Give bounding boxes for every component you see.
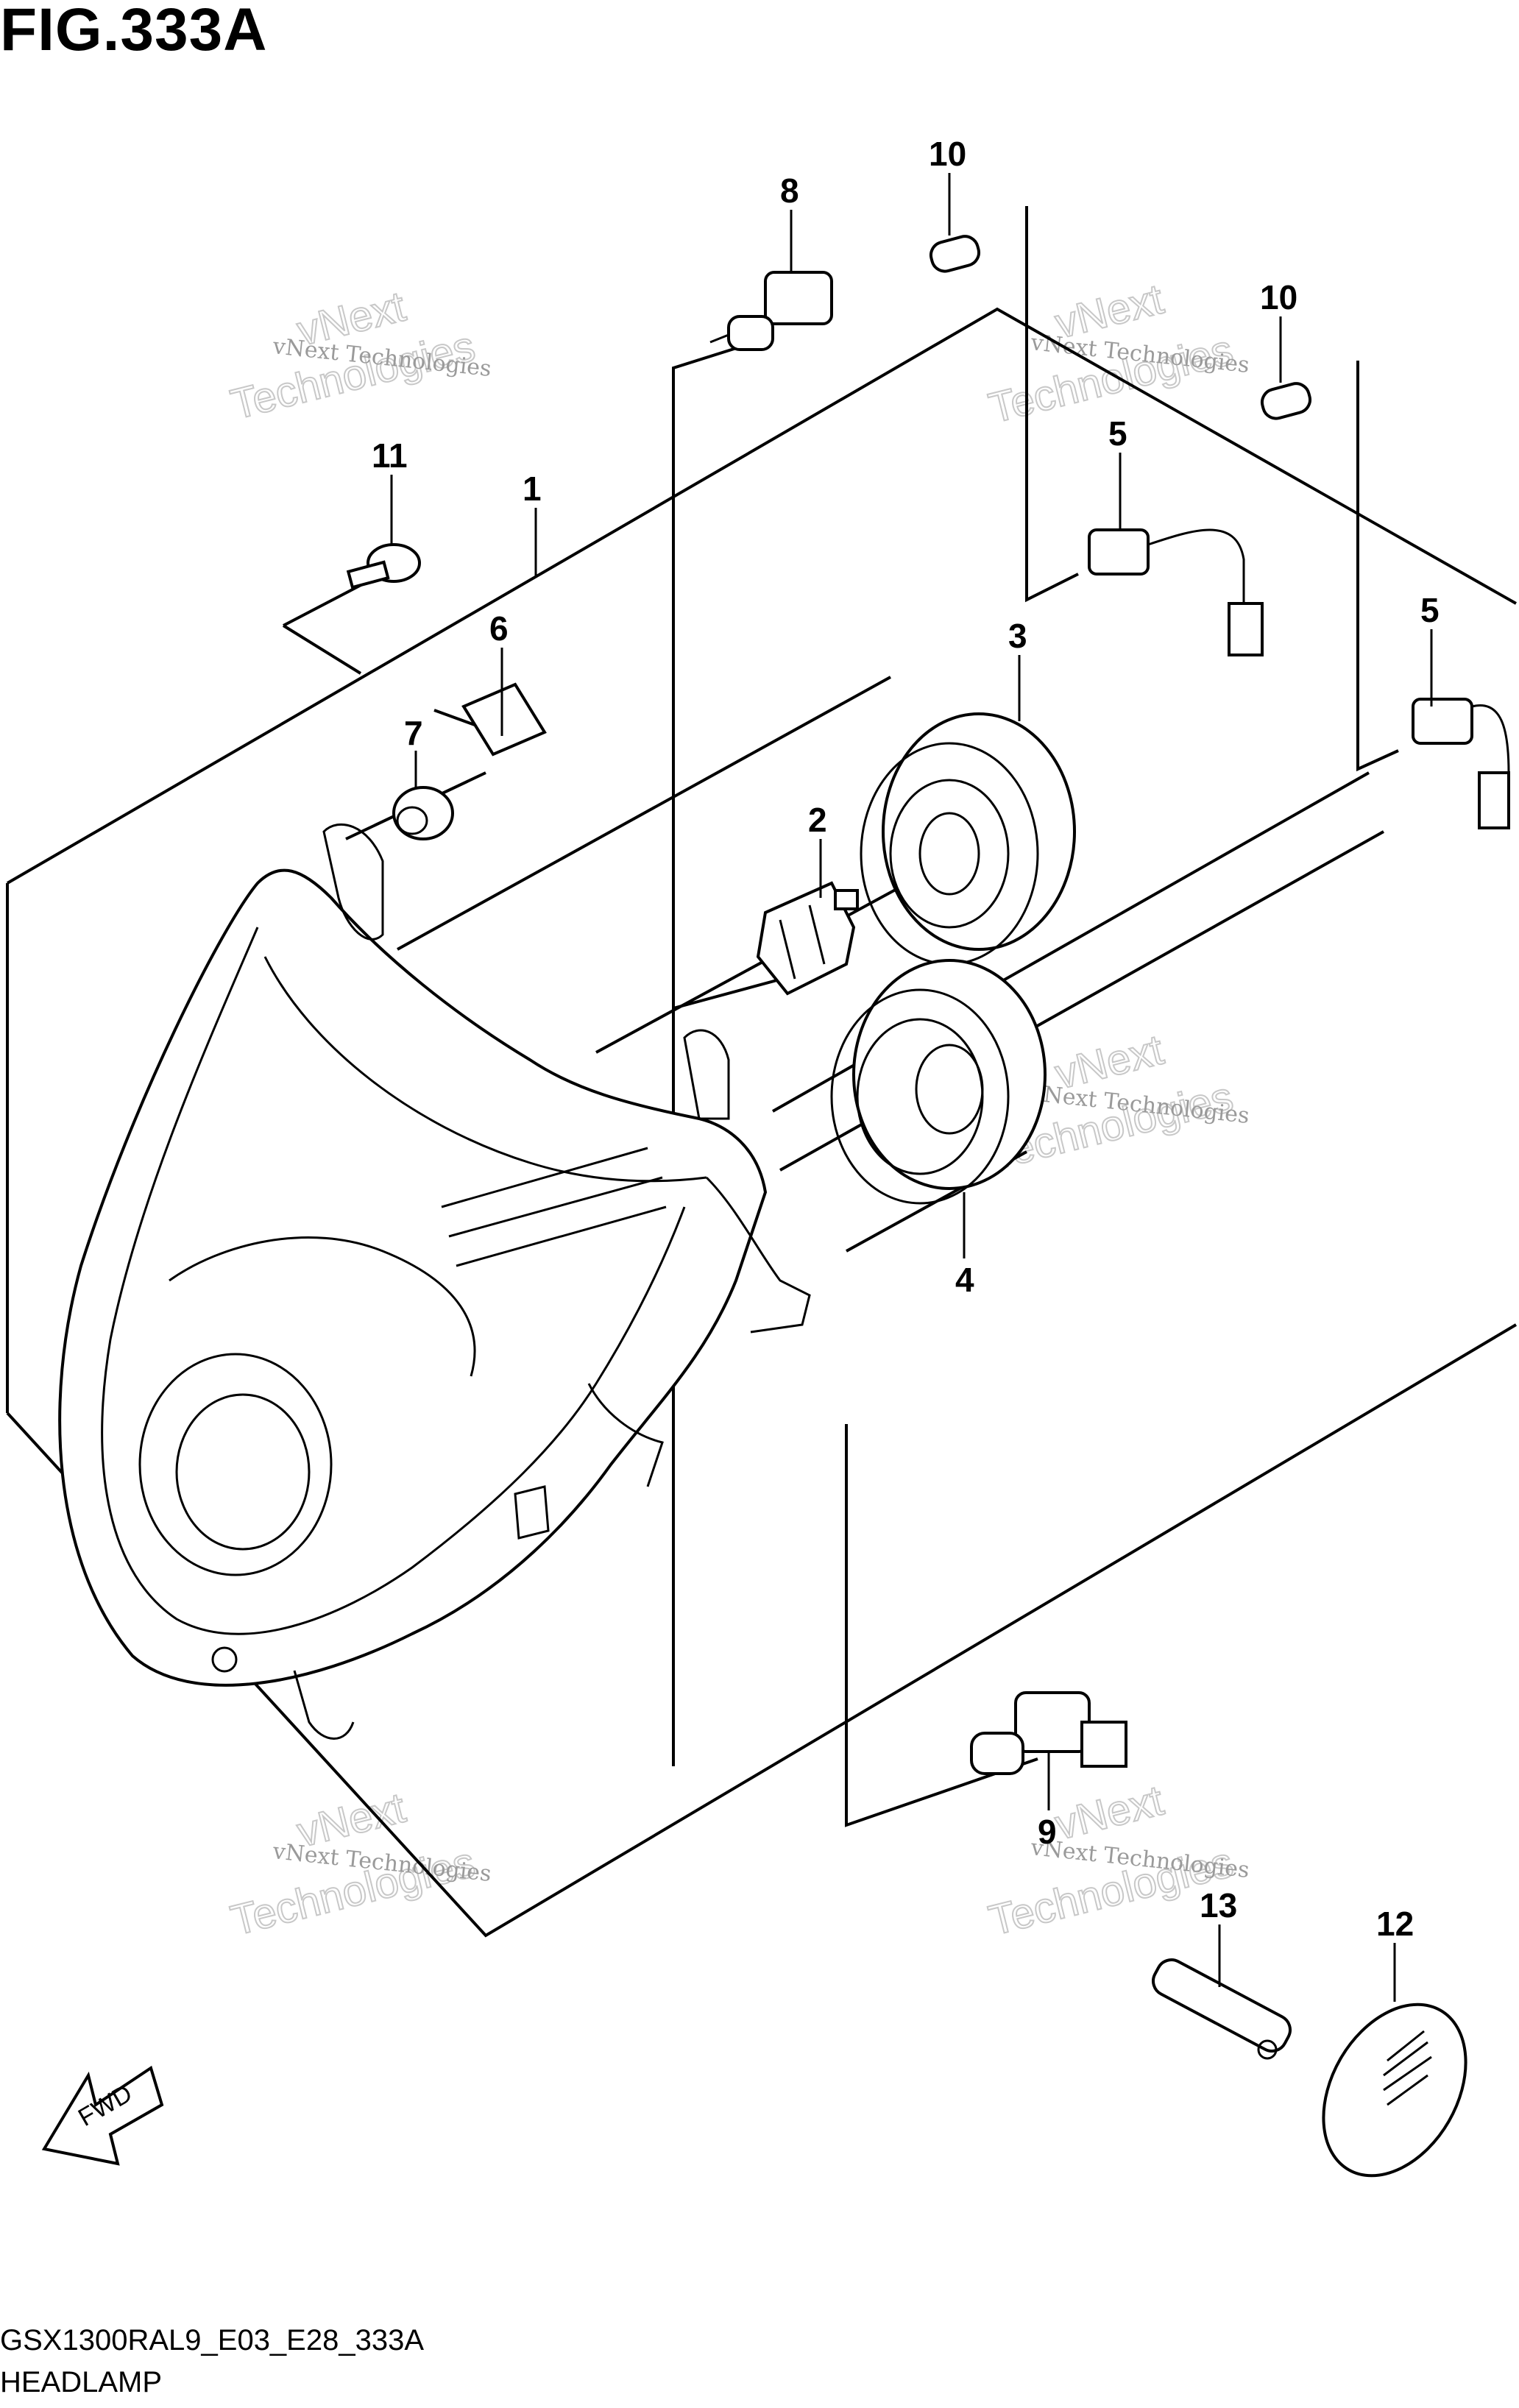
headlamp-housing [58, 823, 811, 1740]
watermark-top-left: Technologies vNext vNext Technologies [225, 282, 492, 430]
diagram-name: HEADLAMP [0, 2366, 163, 2398]
callout-1: 1 [523, 470, 542, 508]
part-9-bulb [970, 1691, 1127, 1775]
callout-3: 3 [1008, 617, 1027, 655]
diagram-code: GSX1300RAL9_E03_E28_333A [0, 2324, 425, 2356]
callout-10-lower: 10 [1260, 278, 1297, 316]
callout-4: 4 [955, 1261, 974, 1299]
callout-5-lower: 5 [1420, 591, 1440, 629]
part-4-reflector-ring [830, 959, 1047, 1205]
part-11-screw [346, 543, 421, 589]
part-3-reflector-ring [860, 712, 1076, 966]
callout-6: 6 [489, 609, 509, 648]
callout-5-upper: 5 [1108, 414, 1127, 453]
part-5-wired-socket-upper [1088, 528, 1264, 656]
part-8-bulb [709, 271, 833, 351]
part-7-grommet [392, 786, 454, 840]
part-2-socket [756, 881, 859, 996]
watermark-top-right: Technologies vNext vNext Technologies [983, 275, 1250, 433]
callout-13: 13 [1200, 1886, 1237, 1924]
part-13-pin [1152, 1958, 1292, 2060]
callout-8: 8 [780, 171, 799, 210]
fwd-arrow: FWD [41, 2065, 164, 2166]
callout-7: 7 [404, 714, 423, 752]
figure-title: FIG.333A [0, 0, 268, 63]
callout-11: 11 [372, 436, 408, 475]
part-10-wedge-bulb-lower [1260, 382, 1312, 420]
callout-10-upper: 10 [929, 135, 966, 173]
callout-2: 2 [808, 801, 827, 839]
callout-9: 9 [1038, 1813, 1057, 1851]
part-5-wired-socket-lower [1412, 698, 1510, 829]
part-12-cap [1322, 2002, 1467, 2178]
part-10-wedge-bulb-upper [929, 235, 981, 273]
watermark-bottom-left: Technologies vNext vNext Technologies [225, 1783, 492, 1946]
callout-12: 12 [1376, 1905, 1414, 1943]
part-6-label [461, 682, 547, 757]
callout-leaders [390, 173, 1433, 2002]
